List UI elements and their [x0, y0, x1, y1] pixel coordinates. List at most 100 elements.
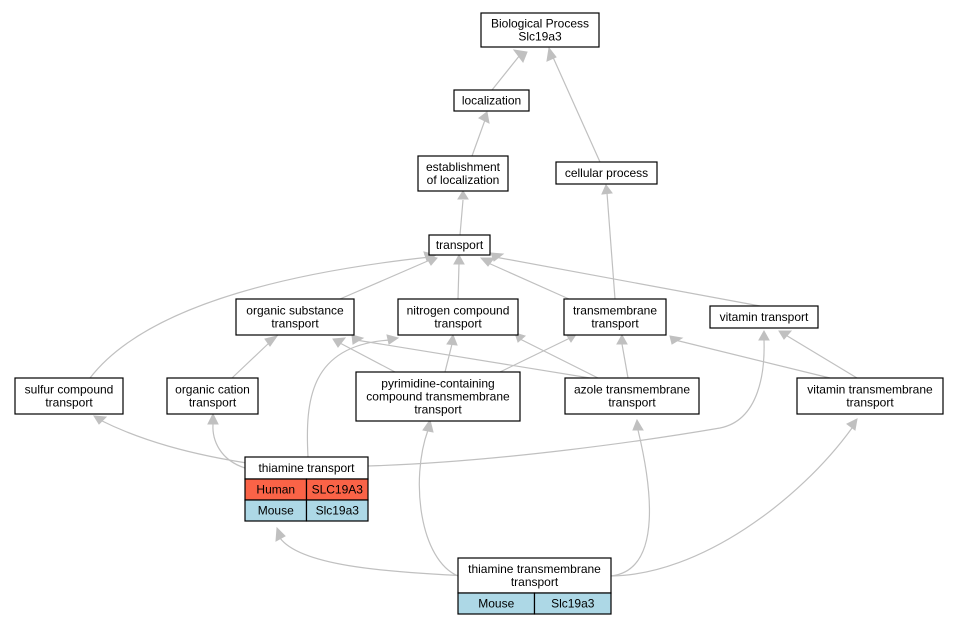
edge-vitamin_tm-to-vitamin — [778, 330, 858, 379]
node-label-line: transport — [511, 575, 559, 589]
edge-line — [485, 261, 570, 300]
node-label-line: transmembrane — [573, 304, 657, 318]
gene-cell-text: Slc19a3 — [551, 597, 595, 611]
edge-arrowhead — [846, 418, 858, 431]
node-box — [166, 377, 259, 415]
edge-arrowhead — [453, 253, 465, 265]
edge-arrowhead — [616, 333, 628, 345]
edge-arrowhead — [490, 252, 505, 262]
node-box — [417, 155, 509, 192]
node-label-line: transport — [271, 317, 319, 331]
gene-cell-text: Slc19a3 — [316, 504, 360, 518]
edge-arrowhead — [669, 335, 684, 345]
edge-line — [99, 419, 261, 466]
node-label-line: transport — [436, 238, 484, 252]
node-label-line: transport — [45, 396, 93, 410]
edge-arrowhead — [93, 415, 108, 425]
node-transport[interactable]: transport — [428, 234, 491, 256]
node-label-line: vitamin transport — [720, 310, 809, 324]
node-thiamine[interactable]: thiamine transport — [244, 456, 369, 480]
node-cellular[interactable]: cellular process — [555, 161, 658, 185]
edge-line — [494, 256, 761, 307]
edge-thiamine-to-sulfur — [93, 415, 261, 466]
edge-thiamine_tm-to-pyrimidine — [418, 418, 459, 577]
gene-row-mouse[interactable]: Mouse Slc19a3 — [457, 592, 612, 615]
species-cell-text: Mouse — [478, 597, 514, 611]
node-label-line: pyrimidine-containing — [381, 377, 494, 391]
edge-arrowhead — [351, 334, 365, 345]
edge-line — [306, 339, 391, 458]
node-box — [563, 298, 667, 336]
edge-nitrogen-to-transport — [453, 253, 465, 300]
edge-establishment-to-localization — [471, 111, 490, 157]
edge-arrowhead — [275, 526, 286, 542]
node-label-line: organic substance — [246, 304, 344, 318]
edge-thiamine-to-nitrogen — [306, 334, 400, 458]
edge-azole-to-nitrogen — [514, 332, 599, 379]
node-box — [709, 305, 819, 329]
node-box — [480, 12, 600, 48]
node-vitamin[interactable]: vitamin transport — [709, 305, 819, 329]
edge-line — [551, 54, 601, 163]
edge-arrowhead — [778, 330, 793, 340]
gene-cell — [533, 592, 612, 615]
edge-arrowhead — [446, 333, 458, 346]
node-label-line: transport — [591, 317, 639, 331]
edge-arrowhead — [332, 337, 347, 348]
edge-pyrimidine-to-transmembrane — [499, 333, 576, 373]
node-label-line: transport — [189, 396, 237, 410]
edges-layer — [89, 46, 858, 577]
edge-arrowhead — [632, 418, 644, 431]
node-label-line: vitamin transmembrane — [807, 383, 933, 397]
edge-arrowhead — [207, 412, 219, 425]
node-label-line: sulfur compound — [25, 383, 114, 397]
node-label-line: azole transmembrane — [574, 383, 690, 397]
edge-line — [471, 119, 486, 157]
edge-line — [279, 537, 471, 577]
edge-pyrimidine-to-nitrogen — [444, 333, 458, 373]
edge-thiamine_tm-to-azole — [610, 418, 651, 577]
node-box — [453, 89, 530, 112]
edge-thiamine-to-organic_cation — [207, 412, 246, 469]
edge-thiamine-to-vitamin — [367, 329, 770, 467]
edge-line — [355, 339, 591, 379]
edge-line — [231, 341, 271, 379]
node-label-line: compound transmembrane — [366, 390, 510, 404]
edge-transmembrane-to-cellular — [601, 184, 616, 300]
edge-thiamine_tm-to-thiamine — [275, 526, 471, 577]
node-box — [355, 371, 521, 422]
edge-transport-to-establishment — [457, 190, 469, 236]
edge-arrowhead — [422, 418, 434, 433]
node-box — [397, 298, 519, 336]
node-label-line: establishment — [426, 160, 501, 174]
node-localization[interactable]: localization — [453, 89, 530, 112]
edge-line — [610, 429, 651, 577]
edge-line — [499, 337, 571, 373]
edge-line — [491, 54, 521, 91]
node-label-line: cellular process — [565, 166, 648, 180]
edge-thiamine_tm-to-vitamin_tm — [610, 418, 858, 577]
edge-arrowhead — [478, 111, 490, 124]
edge-line — [783, 333, 858, 379]
edge-line — [621, 343, 629, 379]
node-box — [564, 377, 700, 415]
node-box — [14, 377, 124, 415]
edge-arrowhead — [479, 257, 495, 267]
edge-cellular-to-bp — [546, 46, 601, 163]
edge-line — [610, 427, 853, 577]
